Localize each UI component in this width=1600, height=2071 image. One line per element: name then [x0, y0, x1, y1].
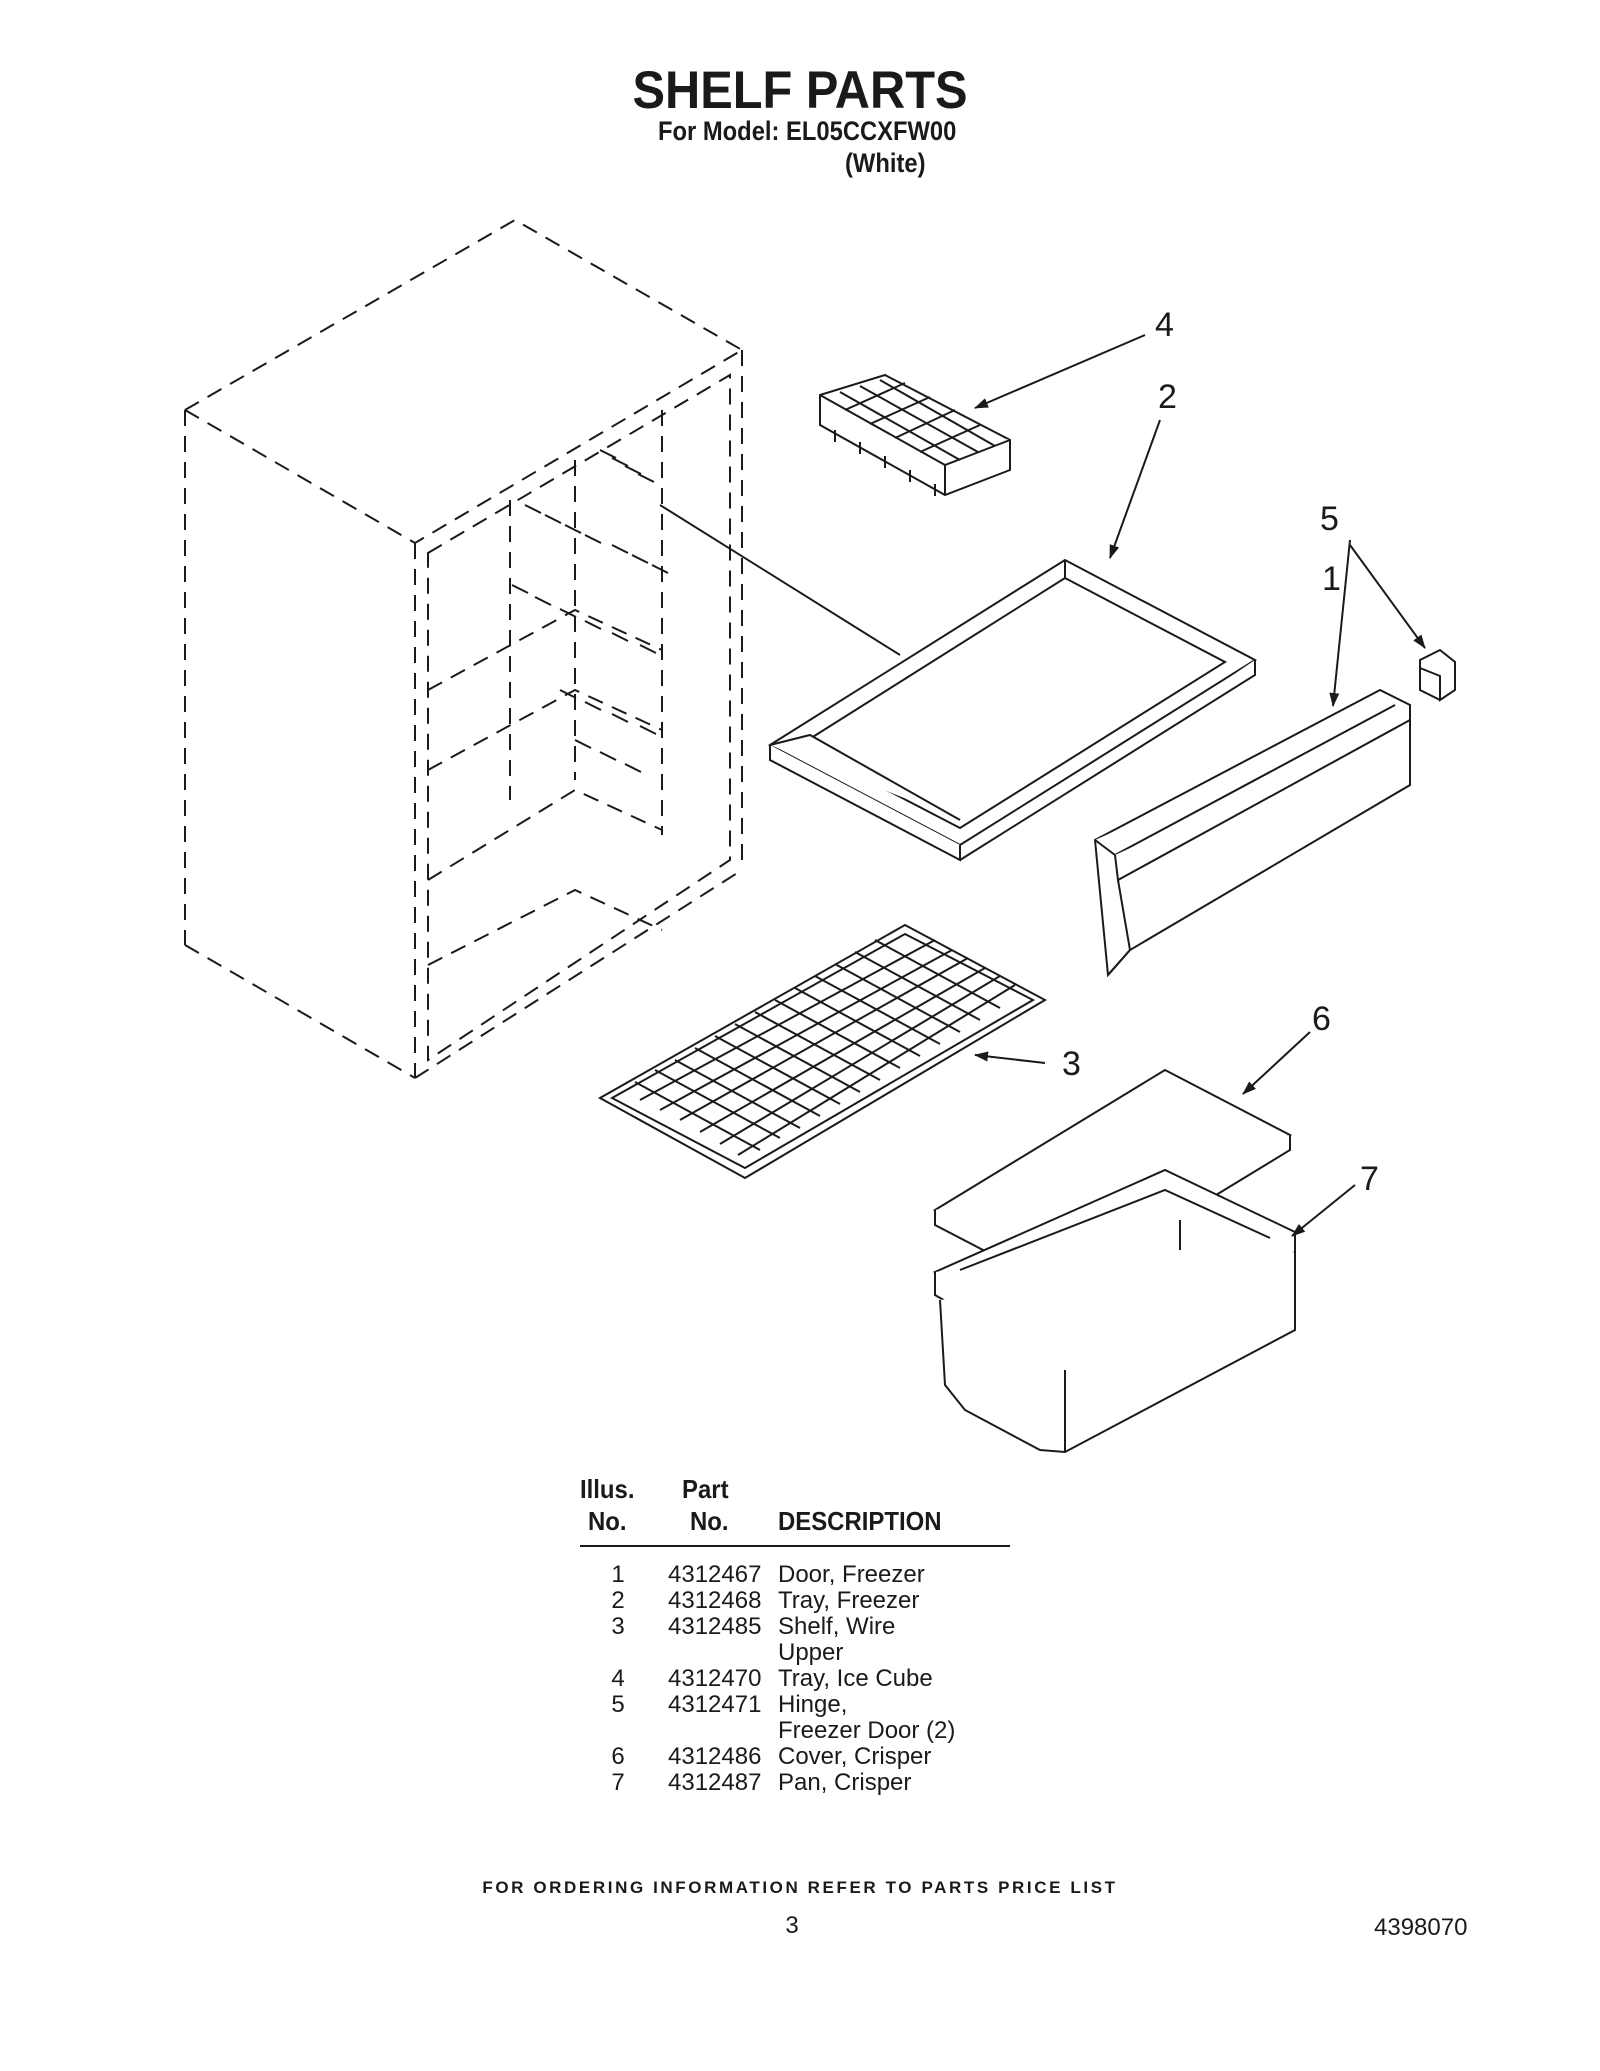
page-title: SHELF PARTS — [632, 61, 968, 120]
callout-4: 4 — [1155, 306, 1174, 344]
part-description: Cover, Crisper — [778, 1743, 932, 1770]
freezer-door-hinge-part — [1419, 648, 1456, 702]
callout-7: 7 — [1360, 1160, 1379, 1198]
model-line: For Model: EL05CCXFW00 — [658, 116, 957, 146]
header-part-top: Part — [682, 1474, 729, 1504]
illus-number: 6 — [611, 1743, 625, 1770]
table-row: 2 4312468 Tray, Freezer — [580, 1588, 1010, 1614]
callout-arrows — [974, 334, 1426, 1237]
table-row: 6 4312486 Cover, Crisper — [580, 1744, 1010, 1770]
page-number: 3 — [785, 1912, 799, 1939]
part-description: Tray, Ice Cube — [778, 1665, 933, 1692]
illus-number: 1 — [611, 1561, 625, 1588]
callout-5: 5 — [1320, 500, 1339, 538]
model-color: (White) — [845, 148, 926, 178]
cabinet-shelf-supports — [511, 449, 669, 773]
illus-number: 7 — [611, 1769, 625, 1796]
part-number: 4312487 — [668, 1769, 762, 1796]
table-row: 4 4312470 Tray, Ice Cube — [580, 1666, 1010, 1692]
header-illus-bottom: No. — [588, 1506, 627, 1536]
part-description: Upper — [778, 1639, 844, 1666]
part-number: 4312485 — [668, 1613, 762, 1640]
illus-number: 5 — [611, 1691, 625, 1718]
callout-1: 1 — [1322, 560, 1341, 598]
cabinet-outline — [184, 218, 743, 1079]
part-description: Door, Freezer — [778, 1561, 925, 1588]
part-description: Hinge, — [778, 1691, 848, 1718]
part-number: 4312486 — [668, 1743, 762, 1770]
callout-3: 3 — [1062, 1045, 1081, 1083]
cabinet-leader-line — [659, 504, 901, 656]
header-rule — [580, 1545, 1010, 1547]
ordering-note: FOR ORDERING INFORMATION REFER TO PARTS … — [482, 1878, 1118, 1897]
part-description: Freezer Door (2) — [778, 1717, 956, 1744]
header-description: DESCRIPTION — [778, 1506, 942, 1536]
part-number: 4312471 — [668, 1691, 762, 1718]
table-row: 7 4312487 Pan, Crisper — [580, 1770, 1010, 1796]
table-row: Freezer Door (2) — [580, 1718, 1010, 1744]
illus-number: 2 — [611, 1587, 625, 1614]
part-description: Tray, Freezer — [778, 1587, 920, 1614]
callout-6: 6 — [1312, 1000, 1331, 1038]
part-number: 4312468 — [668, 1587, 762, 1614]
freezer-tray-part — [767, 558, 1258, 862]
crisper-pan-part — [932, 1168, 1298, 1454]
part-number: 4312470 — [668, 1665, 762, 1692]
table-row: 5 4312471 Hinge, — [580, 1692, 1010, 1718]
illus-number: 4 — [611, 1665, 625, 1692]
header-illus-top: Illus. — [580, 1474, 635, 1504]
table-row: 1 4312467 Door, Freezer — [580, 1562, 1010, 1588]
part-description: Pan, Crisper — [778, 1769, 912, 1796]
wire-shelf-part — [597, 923, 1048, 1180]
freezer-door-part — [1093, 688, 1411, 978]
table-row: 3 4312485 Shelf, Wire — [580, 1614, 1010, 1640]
table-row: Upper — [580, 1640, 1010, 1666]
illus-number: 3 — [611, 1613, 625, 1640]
part-number: 4312467 — [668, 1561, 762, 1588]
document-number: 4398070 — [1374, 1914, 1468, 1941]
ice-cube-tray-part — [819, 373, 1011, 497]
part-description: Shelf, Wire — [778, 1613, 896, 1640]
header-part-bottom: No. — [690, 1506, 729, 1536]
callout-2: 2 — [1158, 378, 1177, 416]
